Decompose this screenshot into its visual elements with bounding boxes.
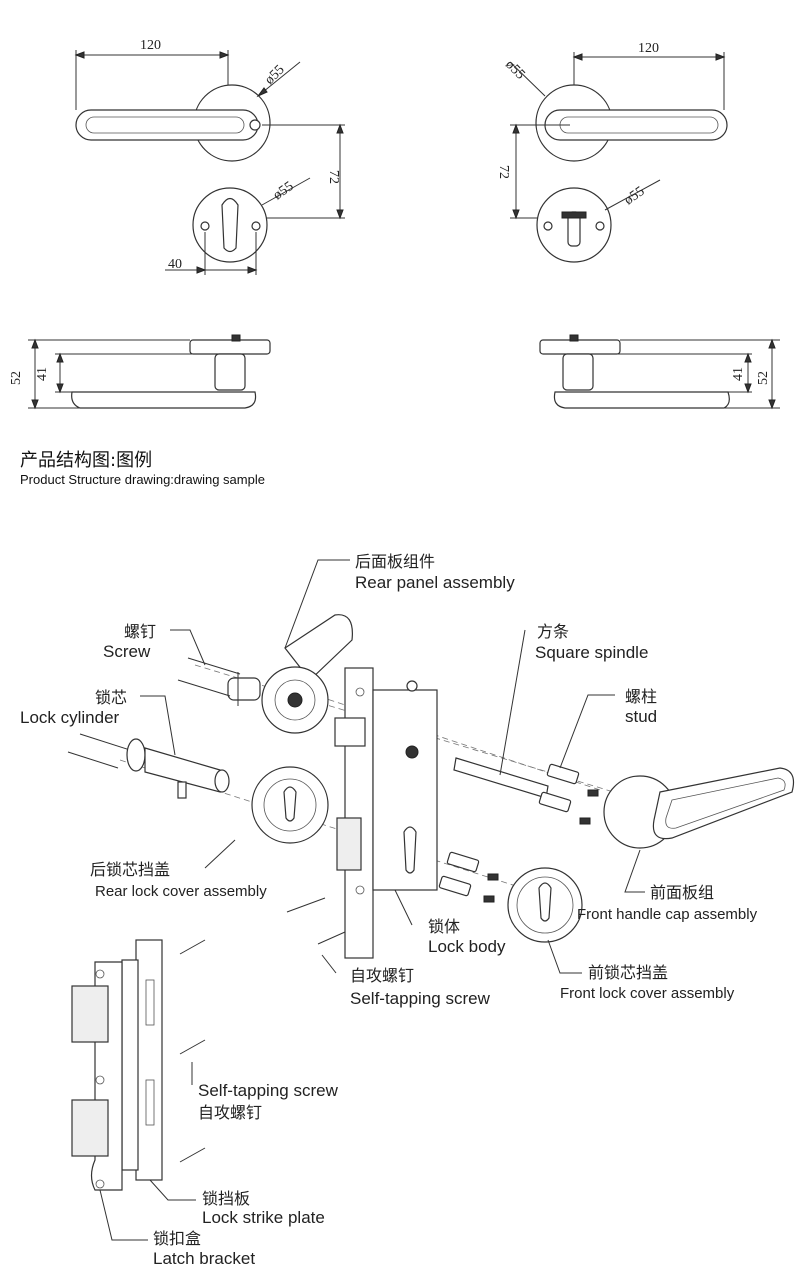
label-strike-plate-en: Lock strike plate xyxy=(202,1208,325,1227)
dim-right-side-total: 52 xyxy=(756,371,771,385)
strike-screws xyxy=(179,939,206,1163)
dim-right-height: 72 xyxy=(496,165,511,179)
label-front-lock-cover-en: Front lock cover assembly xyxy=(560,985,735,1002)
cylinder-screws xyxy=(67,733,131,769)
lock-cylinder-part xyxy=(126,738,230,799)
label-stud-zh: 螺柱 xyxy=(625,687,657,706)
label-square-spindle-zh: 方条 xyxy=(537,622,569,641)
front-handle-part xyxy=(603,767,795,849)
label-latch-bracket-zh: 锁扣盒 xyxy=(153,1229,201,1248)
label-front-lock-cover-zh: 前锁芯挡盖 xyxy=(588,963,668,982)
label-screw-en: Screw xyxy=(103,642,151,661)
latch-bracket-part xyxy=(71,961,123,1191)
label-lock-cylinder-zh: 锁芯 xyxy=(95,688,127,707)
dim-left-height: 72 xyxy=(326,170,341,184)
label-front-handle-zh: 前面板组 xyxy=(650,883,714,902)
front-lock-cover-part xyxy=(507,867,583,943)
label-square-spindle-en: Square spindle xyxy=(535,643,648,662)
heading-en: Product Structure drawing:drawing sample xyxy=(20,472,265,487)
dim-right-rose-dia: ø55 xyxy=(502,57,527,82)
right-side-view: 41 52 xyxy=(539,334,780,410)
dim-right-top-width: 120 xyxy=(638,41,659,56)
dim-left-rose-dia: ø55 xyxy=(262,62,287,87)
label-rear-lock-cover-en: Rear lock cover assembly xyxy=(95,883,267,900)
heading-zh: 产品结构图:图例 xyxy=(20,450,152,471)
label-screw-zh: 螺钉 xyxy=(124,622,156,641)
label-rear-panel-zh: 后面板组件 xyxy=(355,552,435,571)
dim-left-side-inner: 41 xyxy=(35,367,50,381)
label-lock-body-en: Lock body xyxy=(428,937,506,956)
lock-body-part xyxy=(334,667,438,959)
lock-body-screws xyxy=(286,897,346,945)
label-self-tapping-1-zh: 自攻螺钉 xyxy=(350,966,414,985)
studs-part xyxy=(438,763,599,903)
label-self-tapping-1-en: Self-tapping screw xyxy=(350,989,491,1008)
label-rear-panel-en: Rear panel assembly xyxy=(355,573,515,592)
dim-right-escutcheon-dia: ø55 xyxy=(622,184,648,208)
label-latch-bracket-en: Latch bracket xyxy=(153,1249,255,1268)
square-spindle-part xyxy=(453,757,549,799)
dim-left-offset: 40 xyxy=(168,257,182,272)
rear-screws xyxy=(177,657,241,697)
label-stud-en: stud xyxy=(625,707,657,726)
rear-panel-part xyxy=(227,614,353,734)
label-self-tapping-2-en: Self-tapping screw xyxy=(198,1081,339,1100)
dim-left-top-width: 120 xyxy=(140,38,161,53)
label-lock-cylinder-en: Lock cylinder xyxy=(20,708,120,727)
dim-right-side-inner: 41 xyxy=(731,367,746,381)
left-side-view: 52 41 xyxy=(9,334,271,410)
label-rear-lock-cover-zh: 后锁芯挡盖 xyxy=(90,860,170,879)
rear-lock-cover-part xyxy=(251,766,329,844)
strike-plate-part xyxy=(121,939,163,1181)
dim-left-side-total: 52 xyxy=(9,371,24,385)
exploded-view xyxy=(67,559,795,1241)
label-front-handle-en: Front handle cap assembly xyxy=(577,906,758,923)
dim-left-escutcheon-dia: ø55 xyxy=(271,179,297,203)
label-strike-plate-zh: 锁挡板 xyxy=(202,1189,250,1208)
right-front-view: 120 ø55 72 ø55 xyxy=(496,41,728,263)
left-front-view: 120 ø55 72 ø55 40 xyxy=(74,38,345,275)
label-lock-body-zh: 锁体 xyxy=(428,917,460,936)
label-self-tapping-2-zh: 自攻螺钉 xyxy=(198,1103,262,1122)
